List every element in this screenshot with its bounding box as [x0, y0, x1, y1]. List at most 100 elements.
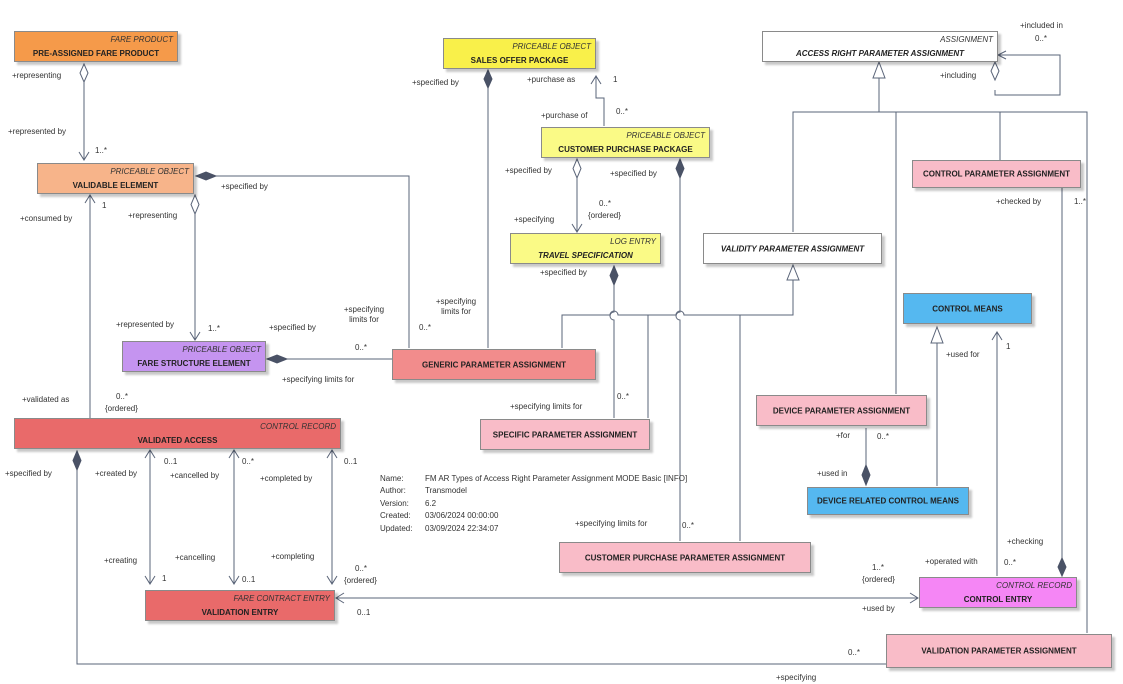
- multiplicity-label: 0..*: [877, 432, 890, 441]
- multiplicity-label: 0..1: [357, 608, 371, 617]
- element-name: VALIDABLE ELEMENT: [72, 181, 159, 190]
- arrow-cancelled-up: [228, 449, 240, 459]
- element-name: FARE STRUCTURE ELEMENT: [137, 359, 251, 368]
- multiplicity-label: 0..*: [1035, 34, 1048, 43]
- validity-parameter-assignment-box[interactable]: VALIDITY PARAMETER ASSIGNMENT: [703, 233, 882, 264]
- multiplicity-label: 0..1: [164, 457, 178, 466]
- diamond-generic-validable: [194, 171, 218, 181]
- sales-offer-package-box[interactable]: PRICEABLE OBJECT SALES OFFER PACKAGE: [443, 38, 596, 69]
- multiplicity-label: 0..*: [242, 457, 255, 466]
- access-right-parameter-assignment-box[interactable]: ASSIGNMENT ACCESS RIGHT PARAMETER ASSIGN…: [762, 31, 998, 62]
- connector-access-right-tree: [792, 111, 1088, 633]
- stereotype: LOG ENTRY: [610, 237, 656, 246]
- role-label: +checked by: [996, 197, 1042, 206]
- arrow-created-up: [144, 449, 156, 459]
- validation-parameter-assignment-box[interactable]: VALIDATION PARAMETER ASSIGNMENT: [886, 634, 1112, 668]
- generic-parameter-assignment-box[interactable]: GENERIC PARAMETER ASSIGNMENT: [392, 349, 596, 380]
- customer-purchase-parameter-assignment-box[interactable]: CUSTOMER PURCHASE PARAMETER ASSIGNMENT: [559, 542, 811, 573]
- role-label: +representing: [128, 211, 178, 220]
- role-label: +including: [940, 71, 977, 80]
- role-label: +purchase of: [541, 111, 588, 120]
- info-version-row: Version: 6.2: [380, 498, 687, 510]
- device-parameter-assignment-box[interactable]: DEVICE PARAMETER ASSIGNMENT: [756, 395, 927, 426]
- element-name: GENERIC PARAMETER ASSIGNMENT: [421, 360, 566, 369]
- element-name: TRAVEL SPECIFICATION: [538, 251, 633, 260]
- multiplicity-label: 0..*: [599, 199, 612, 208]
- arrow-completed-up: [326, 449, 338, 459]
- info-author: Transmodel: [425, 486, 467, 496]
- role-label: +represented by: [8, 127, 67, 136]
- role-label: +completing: [271, 552, 315, 561]
- role-label: +cancelled by: [170, 471, 220, 480]
- control-means-box[interactable]: CONTROL MEANS: [903, 293, 1032, 324]
- stereotype: ASSIGNMENT: [940, 35, 993, 44]
- stereotype: PRICEABLE OBJECT: [182, 345, 261, 354]
- role-label: +specifying limits for: [510, 402, 583, 411]
- connector-cpparam-cpp: [675, 178, 681, 541]
- fare-structure-element-box[interactable]: PRICEABLE OBJECT FARE STRUCTURE ELEMENT: [122, 341, 266, 372]
- device-related-control-means-box[interactable]: DEVICE RELATED CONTROL MEANS: [807, 487, 969, 515]
- travel-specification-box[interactable]: LOG ENTRY TRAVEL SPECIFICATION: [510, 233, 661, 264]
- element-name: CONTROL PARAMETER ASSIGNMENT: [923, 169, 1070, 179]
- info-version: 6.2: [425, 498, 437, 508]
- validation-entry-box[interactable]: FARE CONTRACT ENTRY VALIDATION ENTRY: [145, 590, 335, 621]
- multiplicity-label: 1: [613, 75, 618, 84]
- element-name: SPECIFIC PARAMETER ASSIGNMENT: [492, 430, 638, 439]
- multiplicity-label: 1: [162, 574, 167, 583]
- info-name: FM AR Types of Access Right Parameter As…: [425, 474, 688, 483]
- control-parameter-assignment-box[interactable]: CONTROL PARAMETER ASSIGNMENT: [912, 160, 1081, 188]
- pre-assigned-fare-product-box[interactable]: FARE PRODUCT PRE-ASSIGNED FARE PRODUCT: [14, 31, 178, 62]
- specific-parameter-assignment-box[interactable]: SPECIFIC PARAMETER ASSIGNMENT: [480, 419, 650, 450]
- role-label: +for: [836, 431, 851, 440]
- arrow-self: [996, 50, 1007, 60]
- element-name: CONTROL MEANS: [932, 304, 1003, 313]
- role-label: +operated with: [925, 557, 978, 566]
- stereotype: CONTROL RECORD: [996, 581, 1072, 590]
- info-key: Version:: [380, 498, 409, 508]
- role-label: +purchase as: [527, 75, 576, 84]
- role-label: +validated as: [22, 395, 70, 404]
- role-label: +consumed by: [20, 214, 73, 223]
- validable-element-box[interactable]: PRICEABLE OBJECT VALIDABLE ELEMENT: [37, 163, 194, 194]
- stereotype: PRICEABLE OBJECT: [110, 167, 189, 176]
- multiplicity-label: 1..*: [872, 563, 885, 572]
- multiplicity-label: 0..*: [616, 107, 629, 116]
- arrow-cancelled-down: [228, 575, 240, 585]
- role-label: +specified by: [5, 469, 52, 478]
- multiplicity-label: 0..*: [1004, 558, 1017, 567]
- diamond-control-entry: [1057, 556, 1067, 578]
- role-label: +specifying: [776, 673, 817, 682]
- arrow-fare-structure: [189, 331, 201, 341]
- info-key: Name:: [380, 474, 404, 483]
- element-name: CUSTOMER PURCHASE PACKAGE: [558, 145, 693, 154]
- role-label: +specifying limits for: [343, 305, 385, 324]
- validated-access-box[interactable]: CONTROL RECORD VALIDATED ACCESS: [14, 418, 341, 449]
- diamond-validated-access: [72, 449, 82, 472]
- multiplicity-label: 0..*: [848, 648, 861, 657]
- element-name: SALES OFFER PACKAGE: [470, 56, 569, 65]
- multiplicity-label: 0..*: [355, 564, 368, 573]
- multiplicity-label: 1: [1006, 342, 1011, 351]
- stereotype: CONTROL RECORD: [260, 422, 336, 431]
- role-label: +specified by: [269, 323, 316, 332]
- info-author-row: Author:Transmodel: [380, 485, 687, 497]
- element-name: DEVICE PARAMETER ASSIGNMENT: [772, 406, 911, 415]
- multiplicity-label: {ordered}: [105, 404, 138, 413]
- info-created-row: Created:03/06/2024 00:00:00: [380, 510, 687, 522]
- multiplicity-label: 1..*: [208, 324, 221, 333]
- role-label: +created by: [95, 469, 138, 478]
- connector-generic-tree: [561, 280, 794, 348]
- multiplicity-label: 0..*: [355, 343, 368, 352]
- diagram-info-note: Name: FM AR Types of Access Right Paramet…: [380, 473, 687, 535]
- arrow-created-down: [144, 575, 156, 585]
- diamond-generic-fare: [265, 354, 289, 364]
- multiplicity-label: 0..*: [116, 392, 129, 401]
- connector-cpp-sales-offer: [595, 76, 605, 126]
- stereotype: PRICEABLE OBJECT: [512, 42, 591, 51]
- customer-purchase-package-box[interactable]: PRICEABLE OBJECT CUSTOMER PURCHASE PACKA…: [541, 127, 710, 158]
- role-label: +specified by: [412, 78, 459, 87]
- role-label: +specifying limits for: [282, 375, 355, 384]
- connector-specific-travel-spec: [609, 285, 615, 418]
- control-entry-box[interactable]: CONTROL RECORD CONTROL ENTRY: [919, 577, 1077, 608]
